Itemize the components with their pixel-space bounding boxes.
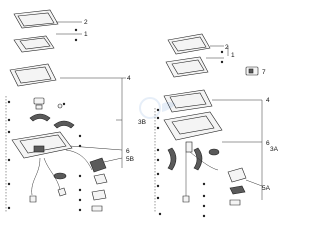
left-label-5b: 5B (126, 156, 134, 163)
right-frame (163, 89, 213, 113)
left-switch-blocks (89, 157, 108, 212)
right-assembly: 2 1 7 4 6 3A 5A (154, 33, 279, 218)
right-small-part-7 (245, 66, 259, 76)
right-main-housing (163, 111, 223, 141)
left-cables (29, 149, 93, 203)
left-second-cover (13, 35, 55, 53)
left-label-2: 2 (84, 19, 88, 26)
left-label-4: 4 (127, 75, 131, 82)
left-callout-bracket (56, 21, 126, 168)
right-second-cover (165, 56, 209, 78)
left-frame (9, 63, 57, 87)
right-label-3a: 3A (270, 146, 279, 153)
left-label-6: 6 (126, 148, 130, 155)
right-switch-blocks (227, 167, 247, 206)
left-assembly: 2 1 4 3B 6 5B (5, 9, 146, 212)
left-top-cover (13, 9, 59, 29)
right-label-2: 2 (225, 44, 229, 51)
right-label-1: 1 (231, 52, 235, 59)
right-label-7: 7 (262, 69, 266, 76)
left-hardware (33, 97, 63, 110)
right-label-4: 4 (266, 97, 270, 104)
right-dots (156, 50, 224, 218)
ospa-watermark-logo (139, 97, 176, 119)
exploded-parts-diagram: 2 1 4 3B 6 5B (5, 9, 279, 218)
right-top-cover (167, 33, 211, 55)
left-label-1: 1 (84, 31, 88, 38)
left-dots (7, 28, 82, 212)
right-label-6: 6 (266, 140, 270, 147)
right-cables (182, 148, 220, 203)
right-label-5a: 5A (262, 185, 271, 192)
left-main-housing (11, 131, 73, 159)
right-callout-bracket (206, 45, 263, 200)
left-clamps (29, 113, 75, 129)
left-label-3b: 3B (138, 119, 146, 126)
right-clamps (167, 141, 203, 171)
